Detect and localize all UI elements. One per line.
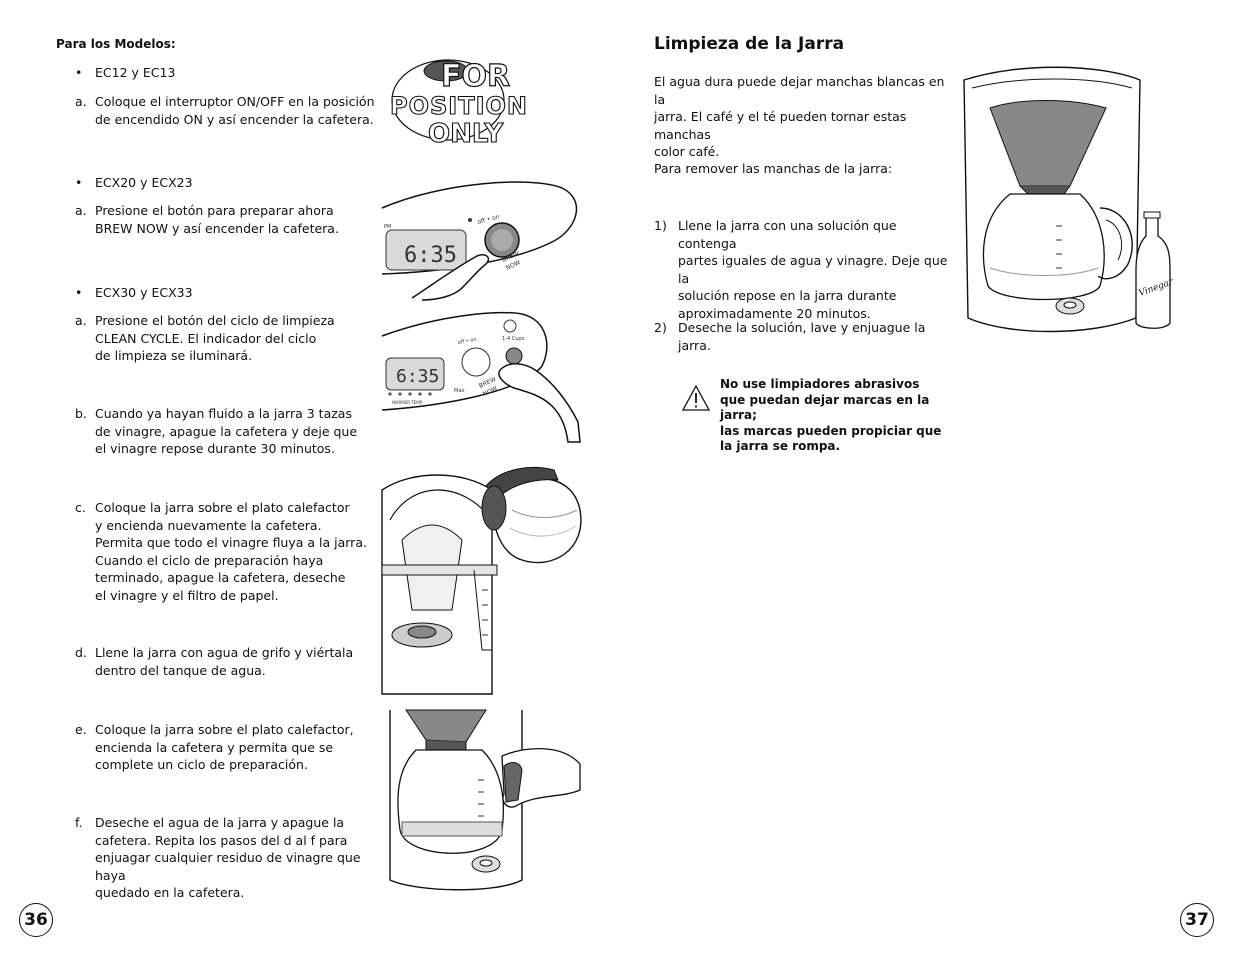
panel2-warmer: WARMER TEMP. (392, 400, 423, 405)
fpo-line1: FOR (441, 59, 510, 94)
panel2-onoff: off • on (457, 337, 477, 346)
control-panel-clean-cycle-illustration: 6:35 off • on 1-4 Cups Max. BREW NOW WAR… (381, 311, 581, 443)
models-bullet-ecx30: • ECX30 y ECX33 (75, 285, 193, 300)
section-title: Limpieza de la Jarra (654, 34, 845, 54)
right-step-1: 1) Llene la jarra con una solución que c… (654, 218, 948, 321)
models-bullet-ec12: • EC12 y EC13 (75, 65, 176, 80)
warning-text: No use limpiadores abrasivos que puedan … (720, 377, 942, 453)
step-e: e. Coloque la jarra sobre el plato calef… (75, 722, 354, 772)
panel2-max: Max. (454, 388, 466, 394)
coffee-maker-vinegar-illustration: Vinegar (963, 66, 1175, 333)
panel1-clock: 6:35 (404, 243, 457, 268)
right-step-2: 2) Deseche la solución, lave y enjuague … (654, 320, 926, 353)
fpo-line3: ONLY (428, 119, 504, 149)
carafe-on-warmer-illustration (389, 709, 581, 891)
step-1a: a. Coloque el interruptor ON/OFF en la p… (75, 94, 375, 127)
step-b: b. Cuando ya hayan fluido a la jarra 3 t… (75, 406, 358, 456)
step-d: d. Llene la jarra con agua de grifo y vi… (75, 645, 354, 678)
for-position-only-stamp: FOR POSITION ONLY (389, 58, 528, 149)
remove-intro: Para remover las manchas de la jarra: (654, 161, 893, 176)
panel1-pm: PM (384, 224, 391, 230)
bullet: • (75, 285, 83, 300)
bullet: • (75, 65, 83, 80)
step-c: c. Coloque la jarra sobre el plato calef… (75, 500, 367, 603)
step-3a: a. Presione el botón del ciclo de limpie… (75, 313, 335, 363)
page-number-left: 36 (19, 903, 53, 937)
control-panel-brew-now-illustration: 6:35 PM off • on BREW NOW (381, 181, 578, 301)
models-bullet-ecx20: • ECX20 y ECX23 (75, 175, 193, 190)
step-2a: a. Presione el botón para preparar ahora… (75, 203, 339, 236)
models-header: Para los Modelos: (56, 37, 176, 51)
fpo-line2: POSITION (390, 92, 528, 120)
panel2-cups: 1-4 Cups (502, 336, 525, 342)
intro-paragraph: El agua dura puede dejar manchas blancas… (654, 74, 945, 159)
pour-into-tank-illustration (381, 466, 582, 695)
warning-icon (681, 384, 711, 411)
step-f: f. Deseche el agua de la jarra y apague … (75, 815, 361, 900)
page-number-right: 37 (1180, 903, 1214, 937)
panel2-clock: 6:35 (396, 366, 439, 387)
bullet: • (75, 175, 83, 190)
